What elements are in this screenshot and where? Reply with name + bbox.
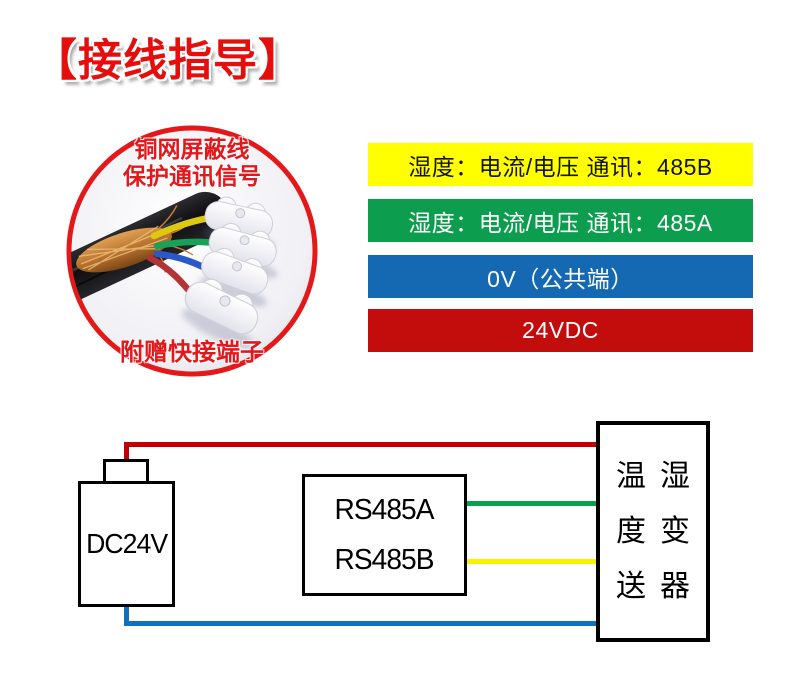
transmitter-label-row3: 送器 [616, 569, 704, 603]
legend-bar-485b: 湿度：电流/电压 通讯：485B [368, 143, 753, 186]
cable-photo-art [66, 125, 318, 377]
wire-rs485a [467, 501, 599, 506]
transmitter-label-row2: 度变 [616, 514, 704, 548]
photo-caption-bottom: 附赠快接端子 [120, 339, 264, 366]
photo-caption-top-line1: 铜网屏蔽线 [134, 136, 250, 162]
power-supply-label: DC24V [85, 528, 168, 559]
wire-rs485b [467, 559, 599, 564]
legend-bar-0v-common: 0V（公共端） [368, 255, 753, 298]
wire-0v-vertical [124, 605, 129, 623]
wire-24v-positive-horizontal [124, 442, 599, 447]
copper-shield-mesh [76, 205, 194, 273]
rs485-box: RS485A RS485B [302, 474, 467, 596]
photo-caption-top-line2: 保护通讯信号 [123, 163, 261, 189]
transmitter-label-row1: 温湿 [616, 459, 704, 493]
rs485b-label: RS485B [335, 543, 435, 576]
wire-24v-positive-vertical [124, 442, 129, 460]
quick-connect-terminals [181, 196, 278, 349]
rs485a-label: RS485A [335, 493, 435, 526]
power-supply-terminal-box [103, 459, 149, 484]
page-title: 【接线指导】 [33, 36, 303, 85]
wire-0v-horizontal [124, 621, 599, 626]
cable-photo-badge: 铜网屏蔽线 保护通讯信号 附赠快接端子 [62, 122, 322, 382]
power-supply-box: DC24V [78, 481, 175, 607]
legend-bar-485a: 湿度：电流/电压 通讯：485A [368, 199, 753, 242]
transmitter-box: 温湿 度变 送器 [596, 421, 710, 642]
legend-bar-24vdc: 24VDC [368, 309, 753, 352]
